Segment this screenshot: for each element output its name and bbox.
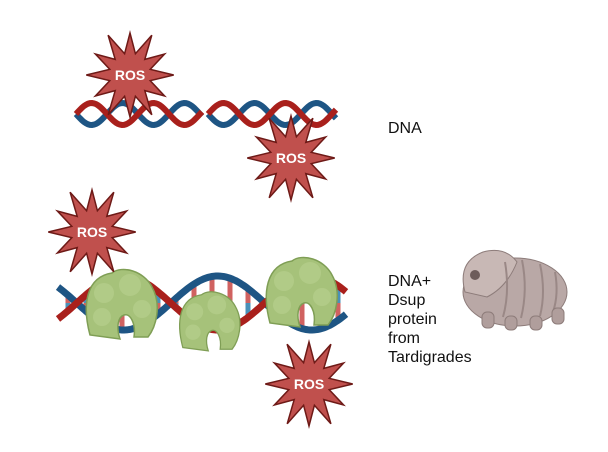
label-line: from bbox=[388, 330, 420, 347]
tardigrade-illustration bbox=[462, 249, 568, 331]
dna-dsup-label: DNA+ Dsup protein from Tardigrades bbox=[388, 272, 472, 367]
dsup-proteins bbox=[85, 256, 338, 352]
label-line: Tardigrades bbox=[388, 349, 472, 366]
label-line: DNA+ bbox=[388, 273, 432, 290]
dsup-protein bbox=[85, 268, 158, 340]
ros-label: ROS bbox=[276, 150, 306, 166]
dna-label: DNA bbox=[388, 120, 422, 137]
dsup-protein bbox=[179, 291, 241, 352]
damaged-dna-strand bbox=[73, 99, 339, 129]
ros-label: ROS bbox=[294, 376, 324, 392]
ros-label: ROS bbox=[115, 67, 145, 83]
ros-burst: ROS bbox=[48, 187, 136, 277]
label-line: protein bbox=[388, 311, 437, 328]
ros-label: ROS bbox=[77, 224, 107, 240]
ros-burst: ROS bbox=[247, 113, 335, 203]
ros-burst: ROS bbox=[86, 30, 174, 120]
dna-strand-red bbox=[73, 99, 205, 129]
ros-burst: ROS bbox=[265, 339, 353, 429]
label-line: Dsup bbox=[388, 292, 426, 309]
dna-strand-red bbox=[205, 99, 339, 129]
dsup-protein bbox=[265, 256, 338, 328]
